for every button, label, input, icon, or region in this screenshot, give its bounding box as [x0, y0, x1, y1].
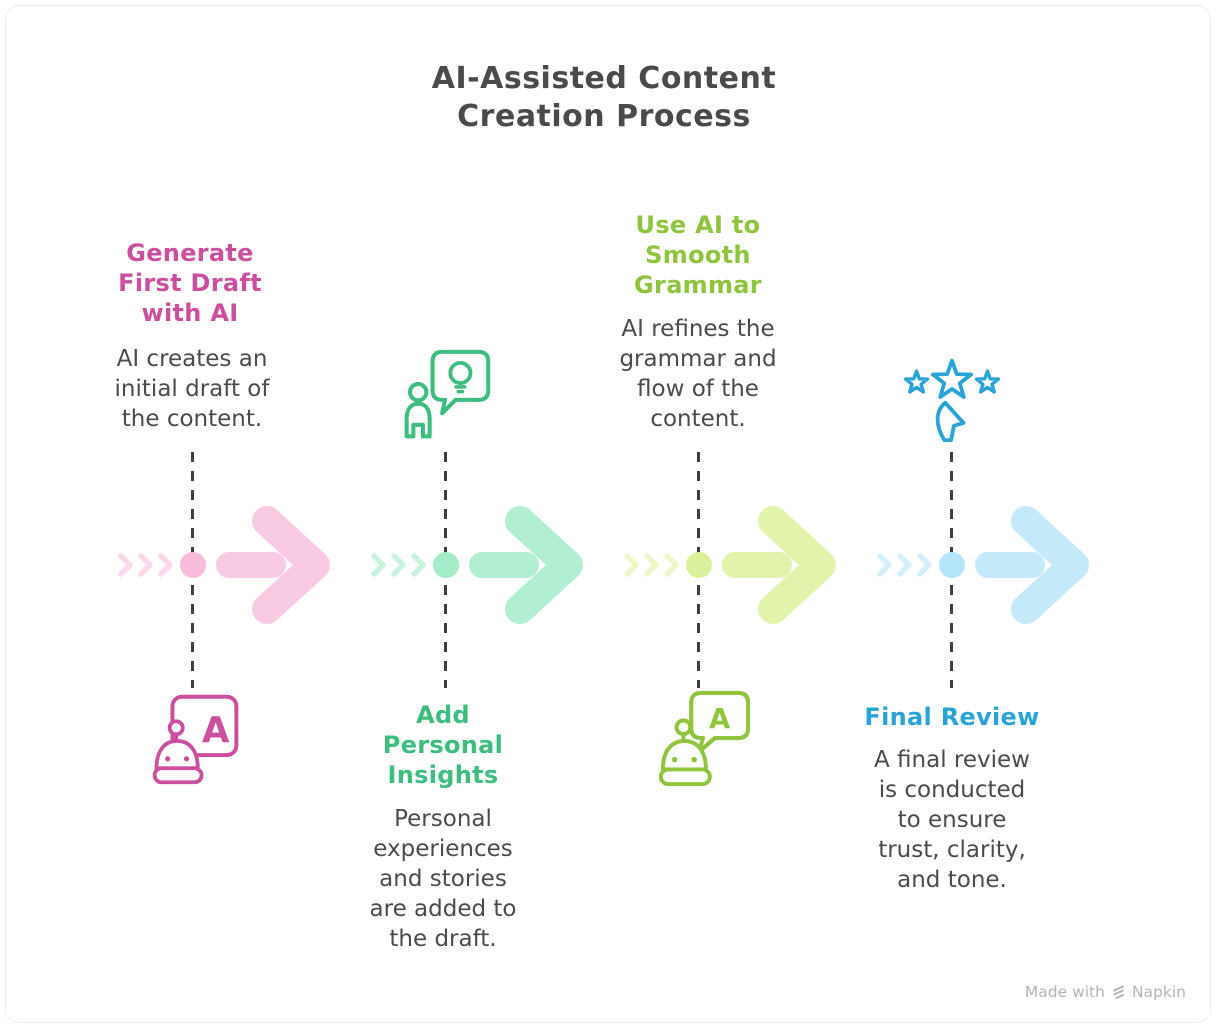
step3-description: AI refines the grammar and flow of the c… — [619, 316, 777, 432]
flow-chevron-icon — [370, 552, 388, 578]
flow-arrow-icon — [721, 505, 849, 625]
flow-chevron-icon — [663, 552, 681, 578]
napkin-credit[interactable]: Made with Napkin — [1025, 983, 1186, 1001]
flow-chevron-icon — [916, 552, 934, 578]
step1-timeline-dot — [180, 552, 206, 578]
napkin-logo-icon — [1111, 984, 1126, 1000]
flow-chevron-icon — [137, 552, 155, 578]
step2-timeline-dot — [433, 552, 459, 578]
step2-title: Add Personal Insights — [382, 701, 504, 789]
flow-arrow-icon — [974, 505, 1102, 625]
flow-chevron-icon — [390, 552, 408, 578]
flow-arrow-icon — [468, 505, 596, 625]
step1-description: AI creates an initial draft of the conte… — [114, 346, 270, 432]
person-idea-speech-bubble-icon — [398, 348, 494, 448]
bubble-letter: A — [709, 704, 731, 735]
flow-chevron-icon — [410, 552, 428, 578]
flow-arrow-icon — [215, 505, 343, 625]
made-with-label: Made with — [1024, 983, 1105, 1001]
flow-chevron-icon — [876, 552, 894, 578]
flow-chevron-icon — [623, 552, 641, 578]
flow-chevron-icon — [896, 552, 914, 578]
step3-timeline-dot — [686, 552, 712, 578]
step2-description: Personal experiences and stories are add… — [369, 806, 517, 952]
brand-label: Napkin — [1131, 983, 1186, 1001]
flow-chevron-icon — [157, 552, 175, 578]
step1-title: Generate First Draft with AI — [118, 239, 262, 327]
step3-title: Use AI to Smooth Grammar — [634, 211, 762, 299]
page-title: AI-Assisted Content Creation Process — [431, 61, 777, 134]
flow-chevron-icon — [643, 552, 661, 578]
step4-title: Final Review — [864, 703, 1040, 731]
robot-presentation-board-icon: A — [148, 690, 242, 794]
step4-timeline-dot — [939, 552, 965, 578]
flow-chevron-icon — [117, 552, 135, 578]
robot-speech-bubble-icon: A — [654, 690, 752, 794]
step4-description: A final review is conducted to ensure tr… — [874, 747, 1030, 893]
board-letter: A — [202, 710, 230, 751]
stars-rating-pointer-icon — [902, 352, 1002, 448]
